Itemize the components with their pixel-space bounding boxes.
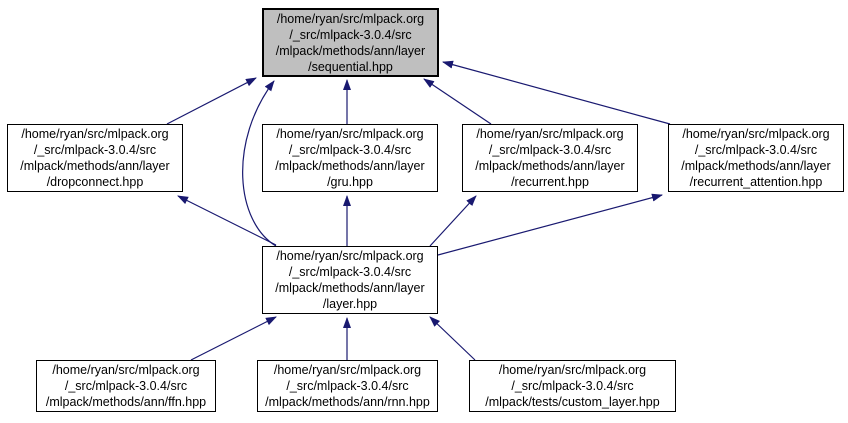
node-path-line: /home/ryan/src/mlpack.org [276, 249, 424, 263]
node-path-line: /home/ryan/src/mlpack.org [498, 363, 647, 377]
node-path-line: /recurrent_attention.hpp [689, 175, 823, 189]
node-custom-layer-hpp[interactable]: /home/ryan/src/mlpack.org /_src/mlpack-3… [469, 360, 676, 412]
node-gru-hpp[interactable]: /home/ryan/src/mlpack.org /_src/mlpack-3… [262, 124, 438, 192]
node-path-line: /gru.hpp [327, 175, 373, 189]
node-recurrent-attention-hpp[interactable]: /home/ryan/src/mlpack.org /_src/mlpack-3… [668, 124, 844, 192]
node-path-line: /_src/mlpack-3.0.4/src [289, 27, 412, 42]
edge-custom-layer-to-layer [429, 316, 476, 361]
edge-layer-to-sequential [242, 80, 277, 247]
edge-ffn-to-layer [190, 316, 277, 361]
edge-layer-to-dropconnect [177, 195, 277, 246]
edge-recurrent-attention-to-sequential [442, 60, 671, 125]
node-path-line: /_src/mlpack-3.0.4/src [694, 143, 818, 157]
node-path-line: /sequential.hpp [308, 59, 393, 74]
node-path-line: /mlpack/methods/ann/ffn.hpp [45, 395, 207, 409]
node-path-line: /mlpack/methods/ann/layer [20, 159, 170, 173]
node-path-line: /home/ryan/src/mlpack.org [476, 127, 624, 141]
node-path-line: /mlpack/methods/ann/layer [275, 159, 425, 173]
node-path-line: /_src/mlpack-3.0.4/src [33, 143, 157, 157]
node-path-line: /mlpack/methods/ann/layer [681, 159, 831, 173]
node-recurrent-hpp[interactable]: /home/ryan/src/mlpack.org /_src/mlpack-3… [462, 124, 638, 192]
node-path-line: /dropconnect.hpp [46, 175, 144, 189]
node-path-line: /home/ryan/src/mlpack.org [682, 127, 830, 141]
node-path-line: /recurrent.hpp [511, 175, 589, 189]
node-path-line: /_src/mlpack-3.0.4/src [286, 379, 409, 393]
edge-dropconnect-to-sequential [166, 77, 257, 125]
edge-recurrent-to-sequential [423, 78, 492, 125]
node-path-line: /_src/mlpack-3.0.4/src [511, 379, 634, 393]
node-path-line: /home/ryan/src/mlpack.org [273, 363, 422, 377]
node-path-line: /mlpack/methods/ann/layer [275, 281, 425, 295]
node-path-line: /_src/mlpack-3.0.4/src [288, 265, 412, 279]
node-path-line: /_src/mlpack-3.0.4/src [64, 379, 188, 393]
node-path-line: /layer.hpp [322, 297, 378, 311]
node-path-line: /home/ryan/src/mlpack.org [276, 127, 424, 141]
node-path-line: /_src/mlpack-3.0.4/src [288, 143, 412, 157]
node-path-line: /mlpack/tests/custom_layer.hpp [485, 395, 660, 409]
node-rnn-hpp[interactable]: /home/ryan/src/mlpack.org /_src/mlpack-3… [257, 360, 438, 412]
node-path-line: /mlpack/methods/ann/rnn.hpp [265, 395, 430, 409]
node-path-line: /_src/mlpack-3.0.4/src [488, 143, 612, 157]
edge-layer-to-recurrent [429, 195, 477, 247]
node-path-line: /home/ryan/src/mlpack.org [52, 363, 200, 377]
node-path-line: /mlpack/methods/ann/layer [275, 43, 426, 58]
node-dropconnect-hpp[interactable]: /home/ryan/src/mlpack.org /_src/mlpack-3… [7, 124, 183, 192]
node-ffn-hpp[interactable]: /home/ryan/src/mlpack.org /_src/mlpack-3… [36, 360, 216, 412]
edge-layer-to-recurrent-attention [437, 193, 663, 256]
node-path-line: /home/ryan/src/mlpack.org [21, 127, 169, 141]
node-path-line: /home/ryan/src/mlpack.org [276, 11, 425, 26]
node-path-line: /mlpack/methods/ann/layer [475, 159, 625, 173]
node-sequential-hpp[interactable]: /home/ryan/src/mlpack.org /_src/mlpack-3… [262, 8, 439, 77]
node-layer-hpp[interactable]: /home/ryan/src/mlpack.org /_src/mlpack-3… [262, 246, 438, 314]
